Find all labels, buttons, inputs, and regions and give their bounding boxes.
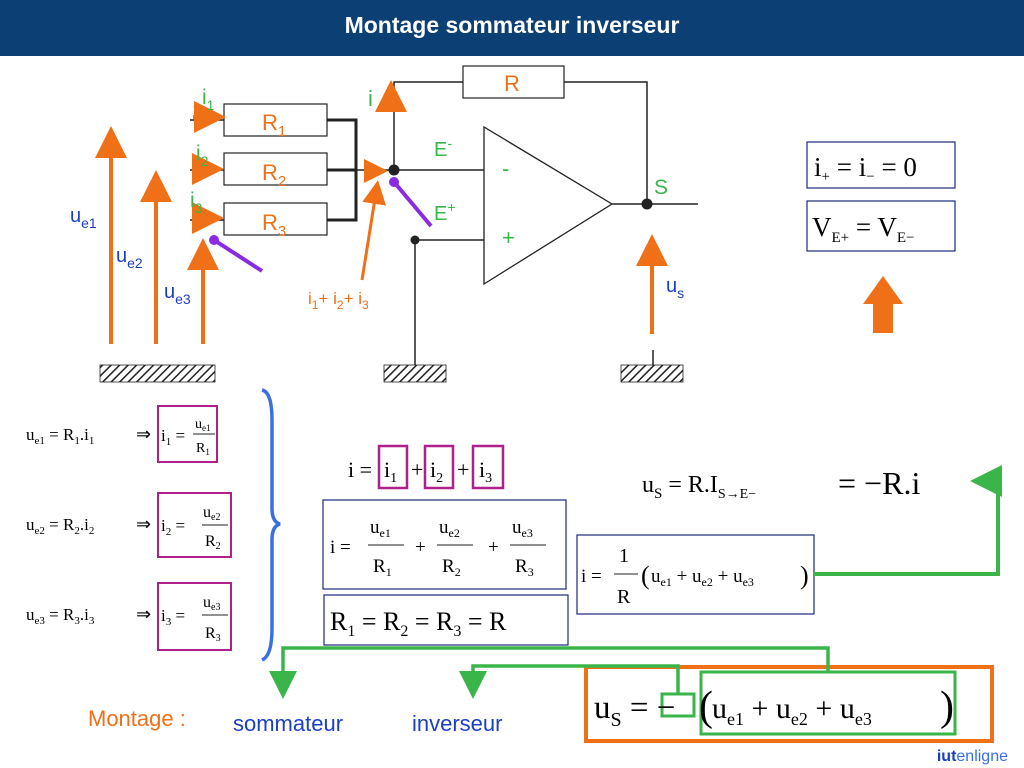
eq-us: uS = R.IS→E− (642, 472, 756, 502)
label-e-minus: E- (434, 135, 452, 161)
eq-ue1: ue1 = R1.i1 (26, 425, 94, 447)
op-amp-minus: - (502, 156, 509, 181)
svg-text:+: + (488, 537, 499, 558)
svg-text:+: + (415, 537, 426, 558)
svg-text:i+ = i− = 0: i+ = i− = 0 (814, 152, 917, 185)
non-inverting-wire (414, 239, 484, 365)
svg-text:i1 =: i1 = (161, 426, 185, 448)
eq-i-sum: i = (348, 457, 372, 482)
center-equations: i = i1 + i2 + i3 i = ue1 R1 + ue2 R2 + u… (322, 444, 569, 646)
eq-final: uS = − (594, 690, 675, 731)
svg-text:i2 =: i2 = (161, 516, 185, 538)
connector-result (814, 465, 1002, 576)
montage-inverseur: inverseur (412, 711, 502, 736)
svg-text:1: 1 (619, 545, 629, 567)
curly-brace (261, 388, 281, 662)
title-bar: Montage sommateur inverseur (0, 0, 1024, 56)
circuit: R R1 R2 R3 i1 i2 i3 i E- E+ - + S i1+ i2… (70, 65, 698, 383)
svg-text:⇒: ⇒ (136, 514, 151, 534)
label-r: R (504, 71, 520, 96)
probe-input (212, 238, 264, 273)
node-e-minus (388, 164, 400, 176)
resistor-r1 (223, 103, 328, 137)
node-e-plus (410, 235, 420, 245)
label-s: S (654, 176, 668, 199)
label-i-sum: i1+ i2+ i3 (308, 289, 369, 312)
label-ue1: ue1 (70, 205, 97, 231)
box-r-equal (323, 594, 569, 646)
ground-left (99, 364, 216, 383)
condition-boxes: i+ = i− = 0 VE+ = VE− (806, 141, 956, 333)
ground-middle (383, 364, 447, 383)
op-amp-plus: + (502, 225, 515, 250)
box-final (584, 665, 994, 743)
svg-text:i =: i = (581, 566, 602, 587)
ground-right (620, 364, 684, 383)
svg-text:(: ( (699, 684, 713, 730)
svg-text:ue1 + ue2 + ue3: ue1 + ue2 + ue3 (651, 566, 754, 589)
montage-sommateur: sommateur (233, 711, 343, 736)
node-s (641, 198, 653, 210)
svg-text:= −R.i: = −R.i (838, 465, 920, 501)
arrow-i-sum (360, 180, 387, 281)
right-equations: uS = R.IS→E− = −R.i i = 1 R ( ue1 + ue2 … (576, 465, 1002, 743)
label-i1: i1 (202, 86, 215, 113)
label-r1: R1 (262, 110, 286, 140)
svg-text:+: + (457, 457, 469, 482)
probe-e-minus (392, 180, 433, 228)
box-currents (806, 141, 956, 189)
label-ue3: ue3 (164, 281, 191, 307)
montage-connectors (269, 646, 830, 699)
connector-inverseur (459, 664, 680, 699)
svg-text:(: ( (641, 561, 650, 590)
label-i3: i3 (190, 189, 203, 216)
label-r2: R2 (262, 160, 286, 190)
montage-label: Montage : (88, 706, 186, 731)
op-amp-triangle (483, 125, 614, 286)
page-title: Montage sommateur inverseur (344, 12, 680, 38)
svg-text:+: + (411, 457, 423, 482)
feedback-wire-right (564, 81, 648, 204)
box-voltages (806, 200, 956, 252)
eq-ue3: ue3 = R3.i3 (26, 605, 95, 627)
svg-text:i2: i2 (430, 457, 443, 486)
label-ue2: ue2 (116, 245, 143, 271)
label-e-plus: E+ (434, 199, 456, 225)
label-i2: i2 (196, 142, 209, 169)
svg-text:i3 =: i3 = (161, 606, 185, 628)
feedback-wire-left (393, 81, 463, 170)
svg-text:⇒: ⇒ (136, 424, 151, 444)
svg-text:i =: i = (330, 537, 351, 558)
svg-text:i1: i1 (384, 457, 397, 486)
connector-sommateur (269, 646, 830, 699)
label-r3: R3 (262, 210, 286, 240)
left-equations: ue1 = R1.i1 ⇒ i1 = ue1 R1 ue2 = R2.i2 ⇒ … (26, 388, 281, 662)
resistor-r (462, 65, 565, 99)
logo: iutenligne (936, 748, 1008, 765)
svg-text:): ) (940, 684, 954, 730)
box-i3 (157, 582, 232, 651)
up-arrow-icon (863, 276, 903, 333)
svg-text:): ) (800, 561, 809, 590)
label-i: i (368, 86, 373, 111)
svg-text:i3: i3 (479, 457, 492, 486)
eq-ue2: ue2 = R2.i2 (26, 515, 94, 537)
label-us: us (666, 275, 684, 301)
svg-text:R: R (617, 586, 631, 608)
svg-text:⇒: ⇒ (136, 604, 151, 624)
eq-r-equal: R1 = R2 = R3 = R (330, 607, 507, 640)
